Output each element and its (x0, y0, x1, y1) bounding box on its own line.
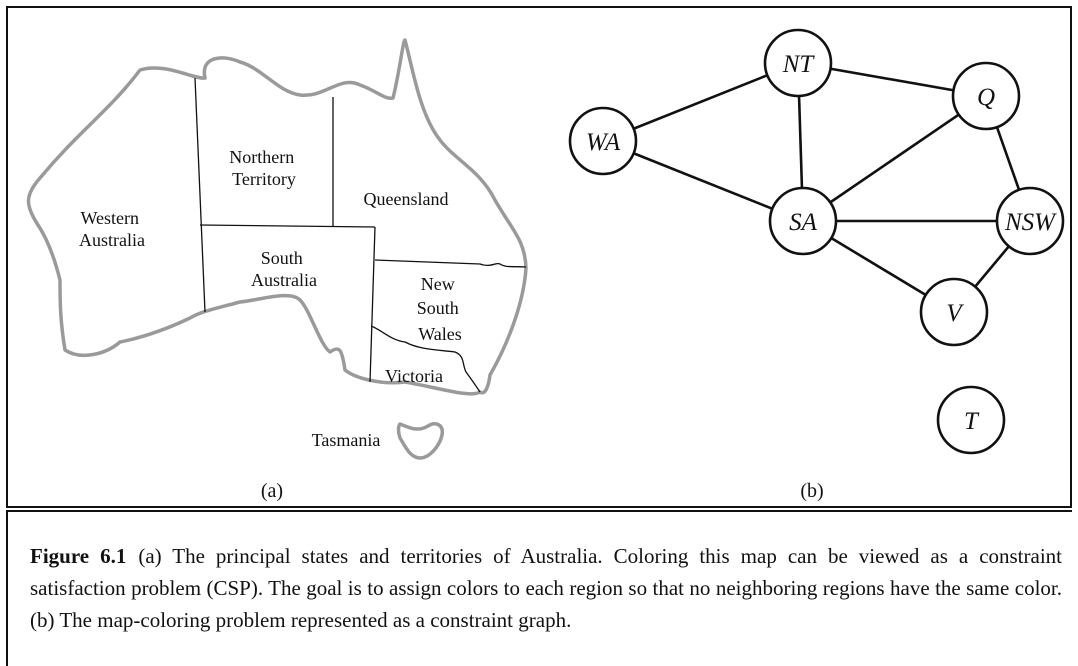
figure-caption: Figure 6.1(a) The principal states and t… (30, 540, 1062, 636)
edge-wa-sa (602, 139, 804, 223)
border-q-nsw (374, 259, 527, 268)
edge-wa-nt (602, 61, 799, 143)
panel-b-label: (b) (800, 480, 823, 502)
node-nsw-label: NSW (1004, 209, 1057, 236)
node-v-label: V (946, 300, 964, 327)
border-nt-sa (199, 224, 376, 228)
node-q: Q (951, 61, 1021, 131)
node-nsw: NSW (995, 186, 1065, 256)
edge-sa-q (802, 94, 987, 223)
figure-frame (6, 6, 1072, 508)
label-new-south-wales: New South Wales (417, 274, 464, 344)
caption-figure-label: Figure 6.1 (30, 544, 127, 568)
caption-left-rule (6, 512, 8, 666)
node-sa-label: SA (789, 209, 818, 236)
border-sa-east (369, 226, 376, 383)
mainland-outline (26, 38, 528, 396)
tasmania-outline (396, 422, 445, 460)
node-v: V (919, 277, 989, 347)
caption-divider (6, 510, 1072, 512)
node-wa-label: WA (586, 129, 621, 156)
node-t-label: T (964, 408, 980, 435)
label-western-australia: Western Australia (79, 208, 145, 250)
node-t: T (936, 385, 1006, 455)
australia-map: Western Australia Northern Territory Que… (26, 38, 528, 460)
label-northern-territory: Northern Territory (229, 147, 298, 189)
node-nt-label: NT (782, 51, 816, 78)
caption-text: (a) The principal states and territories… (30, 544, 1063, 632)
label-queensland: Queensland (364, 189, 449, 209)
node-nt: NT (763, 28, 833, 98)
node-q-label: Q (977, 84, 995, 111)
constraint-graph: NT Q WA SA NSW V T (568, 28, 1065, 455)
label-victoria: Victoria (385, 366, 443, 386)
label-tasmania: Tasmania (312, 430, 381, 450)
node-wa: WA (568, 106, 638, 176)
panel-a-label: (a) (261, 480, 283, 502)
border-wa (194, 77, 206, 313)
node-sa: SA (768, 186, 838, 256)
label-south-australia: South Australia (251, 248, 317, 290)
border-nsw-v (370, 325, 481, 393)
